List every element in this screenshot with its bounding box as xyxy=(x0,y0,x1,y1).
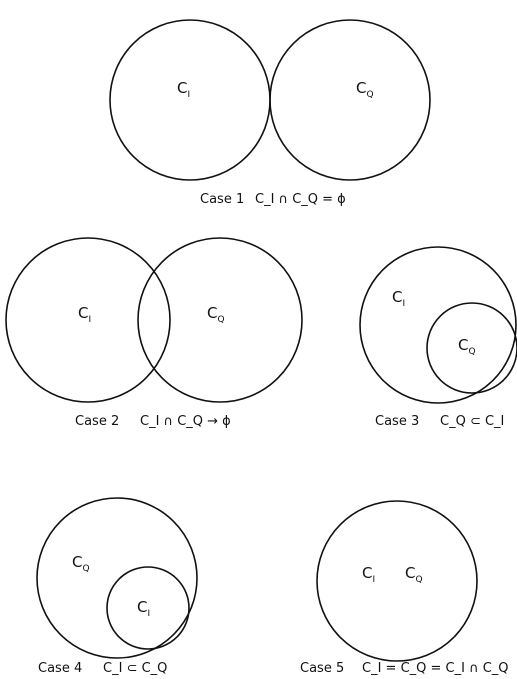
case-2-label-ci: CI xyxy=(78,304,91,325)
case-2-circle-ci xyxy=(5,237,171,403)
case-3-circle-ci xyxy=(359,246,517,404)
case-5-circle-ci-cq xyxy=(316,500,478,662)
case-2-circle-cq xyxy=(137,237,303,403)
case-3-label-cq: CQ xyxy=(458,336,476,357)
case-5: CI CQ Case 5 C_I = C_Q = C_I ∩ C_Q xyxy=(300,500,509,676)
case-2-caption: Case 2 xyxy=(75,414,119,429)
case-5-relation: C_I = C_Q = C_I ∩ C_Q xyxy=(362,661,509,676)
case-4-label-cq: CQ xyxy=(72,553,90,574)
case-4-circle-ci xyxy=(106,566,190,650)
case-3-label-ci: CI xyxy=(392,288,405,309)
case-1-label-ci: CI xyxy=(177,79,190,100)
case-4-relation: C_I ⊂ C_Q xyxy=(103,661,167,676)
case-4-label-ci: CI xyxy=(137,598,150,619)
case-2-relation: C_I ∩ C_Q → ϕ xyxy=(140,414,231,429)
case-1: CI CQ Case 1 C_I ∩ C_Q = ϕ xyxy=(109,19,431,207)
case-4-caption: Case 4 xyxy=(38,661,82,676)
case-5-caption: Case 5 xyxy=(300,661,344,676)
case-5-label-cq: CQ xyxy=(405,564,423,585)
case-1-relation: C_I ∩ C_Q = ϕ xyxy=(255,192,346,207)
case-5-label-ci: CI xyxy=(362,564,375,585)
case-3-relation: C_Q ⊂ C_I xyxy=(440,414,504,429)
case-2: CI CQ Case 2 C_I ∩ C_Q → ϕ xyxy=(5,237,303,429)
case-1-circle-ci xyxy=(109,19,271,181)
case-1-caption: Case 1 xyxy=(200,192,244,207)
case-1-circle-cq xyxy=(269,19,431,181)
case-2-label-cq: CQ xyxy=(207,304,225,325)
case-3: CI CQ Case 3 C_Q ⊂ C_I xyxy=(359,246,517,429)
case-1-label-cq: CQ xyxy=(356,79,374,100)
case-3-caption: Case 3 xyxy=(375,414,419,429)
case-4-circle-cq xyxy=(36,497,198,659)
case-4: CQ CI Case 4 C_I ⊂ C_Q xyxy=(36,497,198,676)
case-3-circle-cq xyxy=(426,302,517,394)
